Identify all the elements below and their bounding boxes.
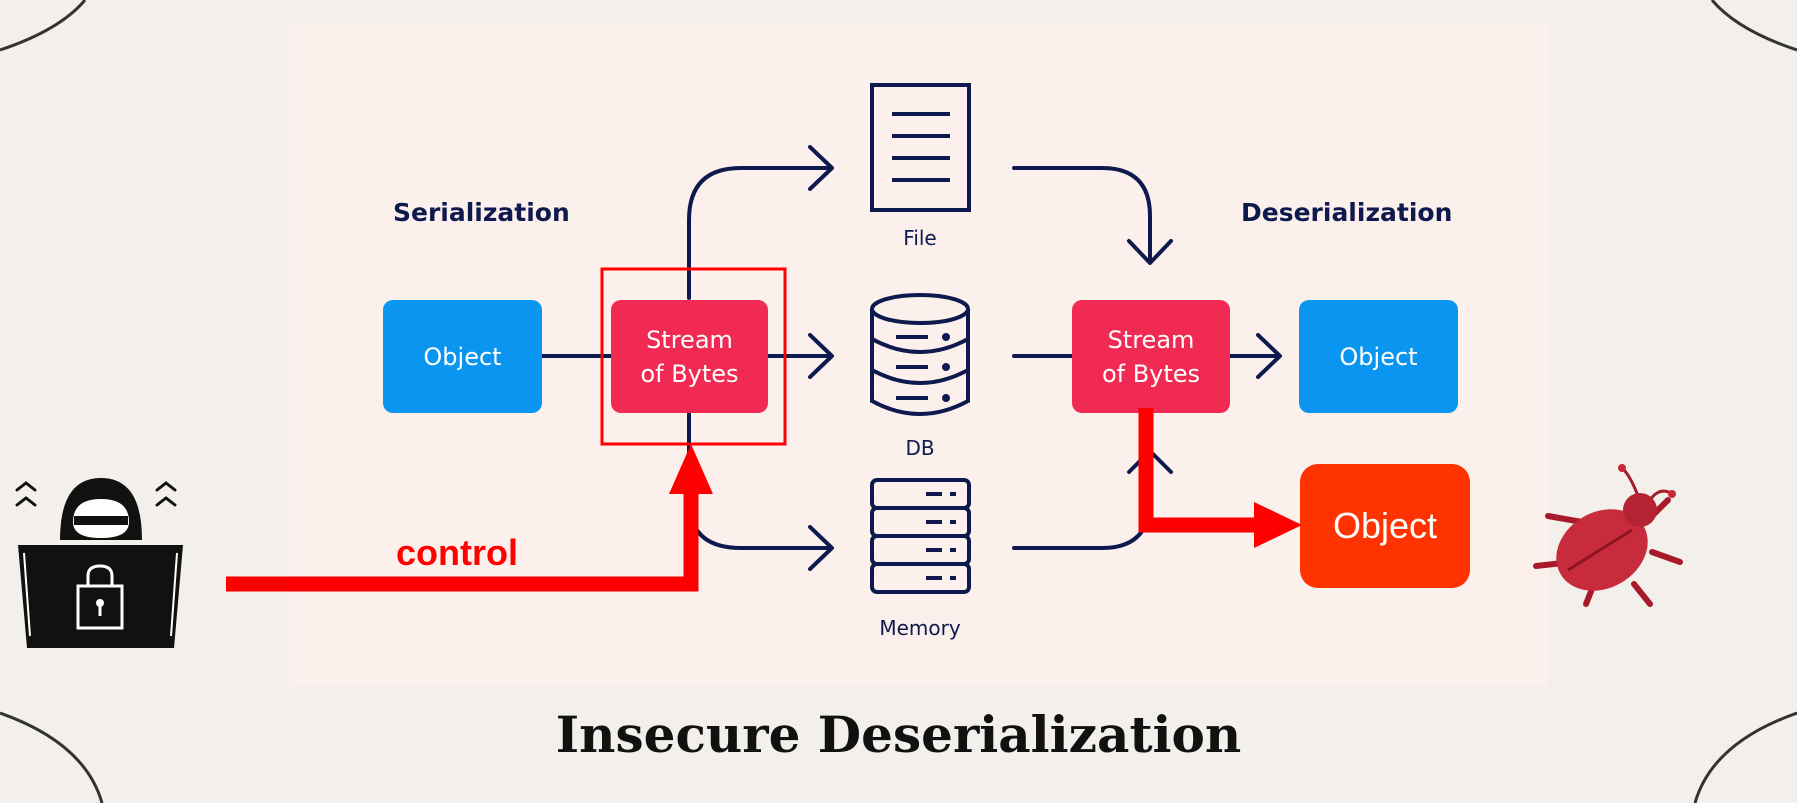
control-arrow: [226, 482, 699, 592]
restored-object-label: Object: [1339, 342, 1418, 371]
control-arrow-head: [669, 444, 713, 494]
malicious-object-label: Object: [1332, 505, 1438, 546]
source-object-box: Object: [383, 300, 542, 413]
corner-arc-top-right: [1710, 0, 1797, 52]
control-label: control: [396, 532, 518, 573]
memory-caption: Memory: [879, 616, 961, 640]
db-caption: DB: [905, 436, 935, 460]
restored-object-box: Object: [1299, 300, 1458, 413]
source-object-label: Object: [423, 342, 502, 371]
injection-arrow: [1138, 408, 1262, 533]
tampered-stream-highlight: [600, 267, 787, 446]
corner-arc-top-left: [0, 0, 87, 52]
malicious-object-box: Object: [1300, 464, 1470, 588]
deserialization-heading: Deserialization: [1241, 198, 1453, 227]
corner-arc-bottom-right: [1693, 711, 1797, 803]
injection-arrow-head: [1254, 502, 1302, 548]
file-caption: File: [903, 226, 937, 250]
page-title: Insecure Deserialization: [555, 705, 1242, 764]
corner-arc-bottom-left: [0, 711, 104, 803]
serialization-heading: Serialization: [393, 198, 570, 227]
